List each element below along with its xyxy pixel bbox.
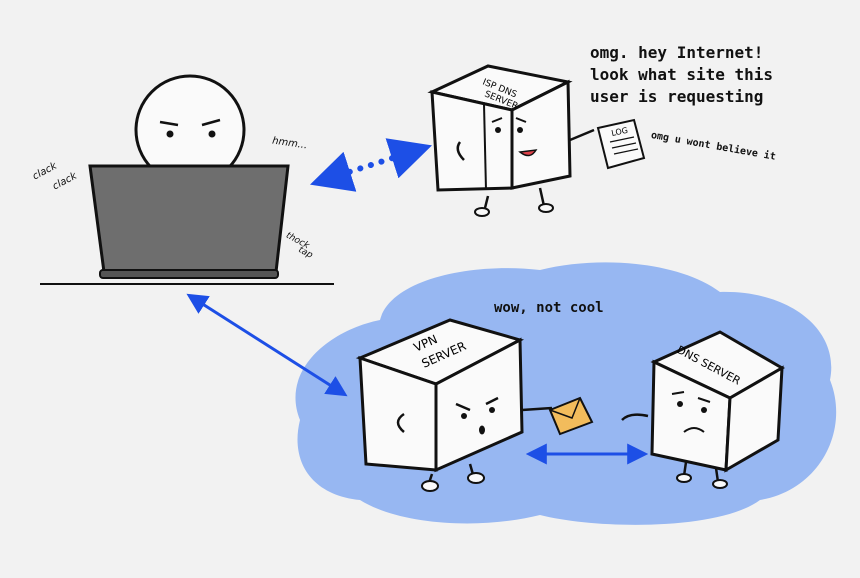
isp-speech-text: omg. hey Internet! look what site this u… — [590, 42, 773, 108]
vpn-caption: wow, not cool — [494, 300, 604, 316]
laptop — [40, 166, 334, 284]
laptop-vpn-arrow — [190, 296, 344, 394]
laptop-isp-dotted-arrow — [318, 148, 424, 182]
